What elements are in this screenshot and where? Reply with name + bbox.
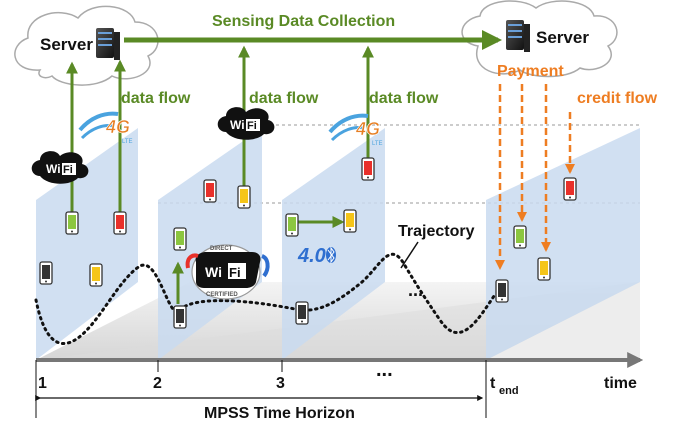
cloud-right	[461, 0, 618, 78]
phone-icon	[285, 213, 299, 237]
server-right-label: Server	[536, 28, 589, 47]
trajectory-pointer	[400, 241, 419, 269]
t-end-label: t	[490, 375, 496, 392]
data-flow-label-3: data flow	[369, 90, 439, 107]
wifi-icon: Wi Fi	[217, 107, 275, 140]
phone-icon	[173, 227, 187, 251]
trajectory-label: Trajectory	[398, 223, 475, 240]
time-axis-label: time	[604, 375, 637, 392]
time-plane-end	[486, 128, 640, 360]
phone-icon	[89, 263, 103, 287]
wifi-icon-text: Wi	[46, 162, 61, 176]
wifi-icon-text: Fi	[247, 120, 257, 132]
phone-icon	[563, 177, 577, 201]
server-icon	[506, 20, 530, 52]
phone-icon	[65, 211, 79, 235]
phone-icon	[113, 211, 127, 235]
server-left-label: Server	[40, 35, 93, 54]
server-icon	[96, 28, 120, 60]
phone-icon	[537, 257, 551, 281]
sensing-data-collection-label: Sensing Data Collection	[212, 13, 395, 30]
data-flow-label-1: data flow	[121, 90, 191, 107]
timeline-ellipsis: ...	[376, 359, 393, 381]
phones-layer	[39, 157, 577, 329]
wifi-icon-text: Fi	[63, 164, 73, 176]
bluetooth-icon: 4.0	[297, 245, 336, 267]
time-plane-2	[158, 128, 262, 360]
trajectory-ellipsis: ...	[408, 280, 423, 300]
wifi-direct-icon-text: CERTIFIED	[206, 292, 238, 298]
mpss-time-horizon-label: MPSS Time Horizon	[204, 405, 355, 422]
4g-lte-icon: 4G LTE	[328, 113, 383, 147]
trajectory-path	[34, 252, 496, 345]
data-flow-label-2: data flow	[249, 90, 319, 107]
4g-lte-icon-text: 4G	[105, 117, 130, 137]
timeline-tick-label-2: 2	[153, 375, 162, 392]
timeline-tick-label-3: 3	[276, 375, 285, 392]
phone-icon	[203, 179, 217, 203]
4g-lte-icon-text: LTE	[372, 141, 383, 147]
wifi-direct-icon-text: Fi	[229, 265, 241, 280]
wifi-direct-icon-text: DIRECT	[210, 246, 233, 252]
phone-icon	[343, 209, 357, 233]
t-end-subscript: end	[499, 385, 519, 397]
timeline-tick-label-1: 1	[38, 375, 47, 392]
phone-icon	[173, 305, 187, 329]
wifi-direct-icon-text: Wi	[205, 264, 222, 280]
wifi-icon-text: Wi	[230, 118, 245, 132]
wifi-icon: Wi Fi	[31, 151, 89, 184]
phone-icon	[295, 301, 309, 325]
time-plane-1	[36, 128, 138, 360]
phone-icon	[495, 279, 509, 303]
phone-icon	[361, 157, 375, 181]
bluetooth-icon-text: 4.0	[297, 245, 326, 267]
credit-flow-label: credit flow	[577, 90, 658, 107]
wifi-direct-icon: Wi Fi DIRECT CERTIFIED	[185, 244, 270, 300]
phone-icon	[237, 185, 251, 209]
4g-lte-icon: 4G LTE	[78, 111, 133, 145]
phone-icon	[39, 261, 53, 285]
4g-lte-icon-text: LTE	[122, 139, 133, 145]
phone-icon	[513, 225, 527, 249]
4g-lte-icon-text: 4G	[355, 119, 380, 139]
payment-label: Payment	[497, 63, 564, 80]
